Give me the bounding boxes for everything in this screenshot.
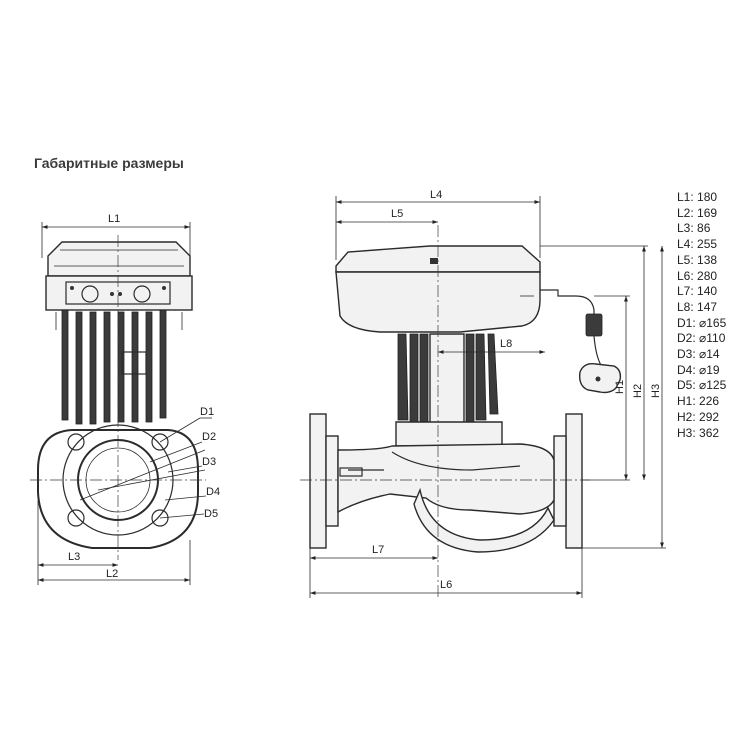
pump-volute: [337, 443, 555, 515]
spec-value: ⌀19: [699, 362, 720, 377]
spec-label: L1:: [677, 190, 694, 204]
spec-list: L1: 180 L2: 169 L3: 86 L4: 255 L5: 138 L…: [677, 190, 726, 441]
spec-row-l6: L6: 280: [677, 269, 726, 285]
spec-label: L7:: [677, 284, 694, 299]
dim-label-d5: D5: [204, 508, 218, 520]
spec-label: L2:: [677, 205, 694, 220]
page-title: Габаритные размеры: [34, 155, 184, 171]
spec-row-l5: L5: 138: [677, 253, 726, 269]
spec-row-d3: D3: ⌀14: [677, 347, 726, 363]
spec-label: L3:: [677, 221, 694, 236]
pump-neck: [395, 421, 503, 447]
dim-label-l6: L6: [440, 579, 452, 591]
dim-label-l2: L2: [106, 568, 118, 580]
inlet-flange: [309, 413, 327, 549]
dim-label-l4: L4: [430, 189, 442, 201]
dim-label-h1: H1: [614, 380, 626, 394]
spec-row-d1: D1: ⌀165: [677, 316, 726, 332]
spec-label: D4:: [677, 362, 696, 377]
spec-row-l8: L8: 147: [677, 300, 726, 316]
outlet-flange: [565, 413, 583, 549]
cable-gland: [585, 313, 603, 337]
spec-label: L6:: [677, 268, 694, 283]
spec-row-l3: L3: 86: [677, 221, 726, 237]
pump-side-view: [300, 225, 622, 600]
spec-value: 226: [699, 394, 720, 409]
dim-label-l5: L5: [391, 208, 403, 220]
spec-label: L8:: [677, 299, 694, 314]
front-view-dimensions: L1 L3 L2 D1 D2 D3 D4 D5: [37, 213, 220, 585]
spec-row-l2: L2: 169: [677, 206, 726, 222]
spec-label: H2:: [677, 409, 696, 424]
dim-label-l7: L7: [372, 544, 384, 556]
spec-row-d5: D5: ⌀125: [677, 378, 726, 394]
spec-value: ⌀110: [699, 331, 726, 346]
spec-row-d4: D4: ⌀19: [677, 363, 726, 379]
spec-label: H1:: [677, 394, 696, 409]
spec-value: 255: [697, 237, 718, 252]
dim-label-l8: L8: [500, 338, 512, 350]
spec-value: ⌀125: [699, 378, 727, 393]
power-cable: [540, 289, 595, 330]
spec-value: 86: [697, 221, 711, 236]
spec-label: H3:: [677, 425, 696, 440]
motor-cover-top: [47, 241, 191, 277]
dim-label-h3: H3: [650, 384, 662, 398]
spec-row-l4: L4: 255: [677, 237, 726, 253]
spec-value: 180: [697, 190, 718, 204]
spec-row-d2: D2: ⌀110: [677, 331, 726, 347]
spec-value: 362: [699, 425, 720, 440]
spec-row-h3: H3: 362: [677, 426, 726, 442]
side-cooling-fins: [397, 333, 499, 425]
spec-value: 169: [697, 205, 718, 220]
dim-label-d4: D4: [206, 486, 220, 498]
spec-value: ⌀165: [699, 315, 727, 330]
spec-row-l1: L1: 180: [677, 190, 726, 206]
spec-value: 292: [699, 409, 720, 424]
spec-row-h1: H1: 226: [677, 394, 726, 410]
dim-label-l1: L1: [108, 213, 120, 225]
spec-row-h2: H2: 292: [677, 410, 726, 426]
side-view-dimensions: L4 L5 L8 L7 L6 H1 H2 H3: [309, 189, 666, 598]
spec-label: D5:: [677, 378, 696, 393]
spec-row-l7: L7: 140: [677, 284, 726, 300]
spec-value: 140: [697, 284, 718, 299]
spec-label: L5:: [677, 252, 694, 267]
dim-label-d2: D2: [202, 431, 216, 443]
dim-label-l3: L3: [68, 551, 80, 563]
spec-value: ⌀14: [699, 347, 720, 362]
pump-front-view: [30, 235, 206, 560]
spec-label: D2:: [677, 331, 696, 346]
dim-label-h2: H2: [632, 384, 644, 398]
spec-value: 147: [697, 299, 718, 314]
spec-value: 280: [697, 268, 718, 283]
spec-label: D3:: [677, 347, 696, 362]
spec-label: L4:: [677, 237, 694, 252]
spec-label: D1:: [677, 315, 696, 330]
dim-label-d3: D3: [202, 456, 216, 468]
cooling-fins: [55, 309, 183, 425]
spec-value: 138: [697, 252, 718, 267]
dim-label-d1: D1: [200, 406, 214, 418]
